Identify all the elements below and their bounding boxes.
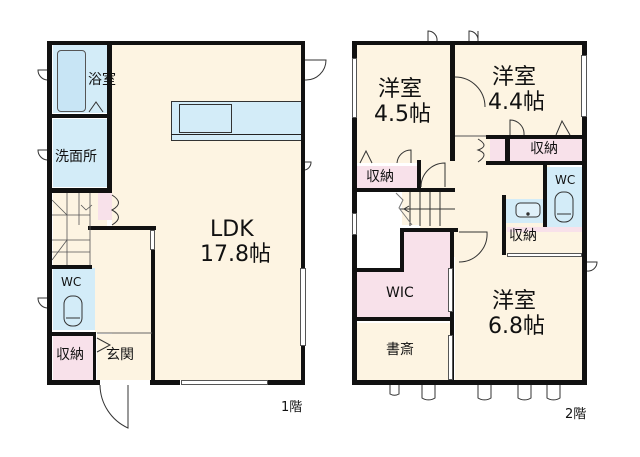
void-2f-b — [357, 190, 402, 270]
hall-window — [150, 230, 155, 250]
bathtub — [57, 50, 86, 112]
storage-b-label-2f: 収納 — [530, 141, 558, 157]
wc-label-1f: WC — [61, 275, 82, 289]
void-window — [352, 213, 357, 235]
storage-room-1f — [53, 336, 95, 380]
west-room-c-label: 洋室 — [492, 289, 537, 314]
wc-label-2f: WC — [555, 173, 576, 187]
west-room-b — [455, 45, 582, 137]
stair-storage-1f — [98, 193, 112, 220]
ldk-size-label: 17.8帖 — [200, 242, 271, 267]
storage-c-sliding-door — [507, 253, 582, 257]
west-room-a-label: 洋室 — [378, 77, 423, 102]
kitchen-counter-edge — [171, 134, 302, 135]
west-room-a-size: 4.5帖 — [374, 102, 431, 127]
west-room-c-size: 6.8帖 — [488, 314, 545, 339]
study-sliding-door — [448, 335, 453, 380]
ldk-label: LDK — [210, 217, 254, 242]
storage-a-label-2f: 収納 — [366, 169, 394, 185]
west-room-b-window — [581, 55, 587, 117]
ldk-right-window — [300, 268, 306, 346]
bath-label: 浴室 — [88, 72, 116, 88]
floor-2-label: 2階 — [565, 407, 587, 422]
wic-label: WIC — [386, 285, 414, 301]
ldk-room — [112, 43, 302, 380]
wic-sliding-door — [448, 268, 453, 312]
study-label: 書斎 — [386, 342, 414, 358]
stairs-2f — [400, 190, 455, 225]
kitchen-sink — [179, 104, 232, 133]
storage-label-1f: 収納 — [56, 347, 84, 363]
floor-1-label: 1階 — [281, 400, 303, 415]
west-room-b-label: 洋室 — [492, 65, 537, 90]
storage-b-small-2f — [490, 138, 505, 162]
storage-b-2f — [510, 138, 582, 162]
storage-c-label-2f: 収納 — [509, 228, 537, 244]
washroom-label: 洗面所 — [55, 149, 97, 165]
west-room-a-window — [352, 58, 357, 118]
study-room — [357, 323, 450, 380]
storage-a-2f — [357, 166, 417, 190]
west-room-b-size: 4.4帖 — [488, 90, 545, 115]
ldk-bottom-window — [181, 380, 268, 385]
washroom — [53, 119, 107, 187]
entrance-label: 玄関 — [106, 347, 134, 363]
